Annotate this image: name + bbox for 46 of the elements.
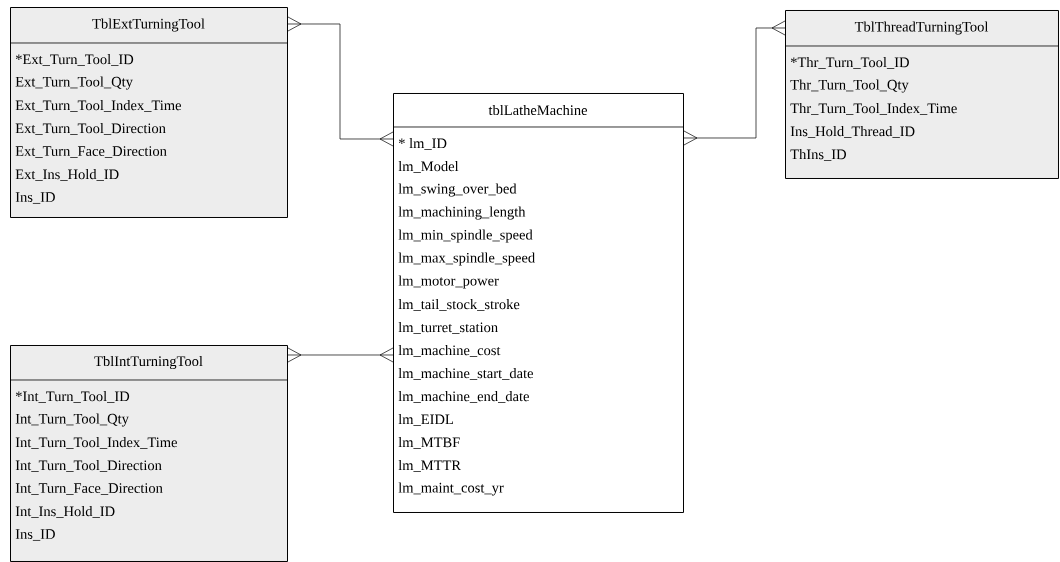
field-name: Ins_ID — [15, 529, 55, 541]
field-name: lm_machine_start_date — [398, 368, 533, 380]
field-name: lm_machine_end_date — [398, 391, 529, 403]
field-name: Int_Turn_Face_Direction — [15, 483, 163, 495]
table-title: tblLatheMachine — [488, 104, 588, 116]
field-name: lm_min_spindle_speed — [398, 229, 533, 243]
field-name: Thr_Turn_Tool_Qty — [790, 79, 909, 93]
table-box — [784, 10, 1059, 179]
field-name: Int_Turn_Tool_Index_Time — [15, 437, 177, 449]
field-name: Ext_Turn_Tool_Index_Time — [15, 100, 181, 112]
field-name: lm_machine_cost — [398, 345, 501, 357]
field-name: lm_MTBF — [398, 437, 460, 449]
table-title: TblThreadTurningTool — [854, 21, 989, 35]
field-name: *Int_Turn_Tool_ID — [15, 391, 130, 403]
table-title: TblIntTurningTool — [94, 355, 203, 370]
field-name: Ins_Hold_Thread_ID — [790, 126, 915, 138]
field-name: lm_tail_stock_stroke — [398, 299, 520, 311]
field-name: Int_Ins_Hold_ID — [15, 506, 115, 518]
relationship-line — [683, 20, 786, 146]
field-name: Ext_Turn_Tool_Qty — [15, 76, 133, 90]
table-box — [9, 345, 288, 562]
table-box — [392, 93, 684, 513]
field-name: lm_motor_power — [398, 275, 499, 289]
relationship-line — [287, 16, 394, 147]
table-title: TblExtTurningTool — [92, 18, 205, 32]
field-name: Ext_Turn_Face_Direction — [15, 146, 167, 158]
field-name: lm_swing_over_bed — [398, 183, 517, 197]
field-name: lm_MTTR — [398, 460, 462, 472]
field-name: *Thr_Turn_Tool_ID — [790, 57, 909, 69]
field-name: lm_Model — [398, 161, 459, 173]
field-name: lm_maint_cost_yr — [398, 482, 504, 496]
field-name: Int_Turn_Tool_Qty — [15, 413, 129, 427]
field-name: lm_max_spindle_speed — [398, 252, 535, 266]
field-name: ThIns_ID — [790, 149, 846, 161]
field-name: Thr_Turn_Tool_Index_Time — [790, 103, 957, 115]
field-name: *Ext_Turn_Tool_ID — [15, 54, 134, 66]
field-name: lm_EIDL — [398, 414, 453, 426]
table-box — [9, 7, 288, 218]
field-name: lm_turret_station — [398, 322, 498, 334]
field-name: lm_machining_length — [398, 206, 526, 220]
field-name: Ext_Ins_Hold_ID — [15, 169, 119, 181]
relationship-line — [287, 347, 394, 363]
field-name: Int_Turn_Tool_Direction — [15, 460, 162, 472]
field-name: Ins_ID — [15, 192, 55, 204]
field-name: * lm_ID — [398, 138, 447, 150]
field-name: Ext_Turn_Tool_Direction — [15, 123, 166, 135]
